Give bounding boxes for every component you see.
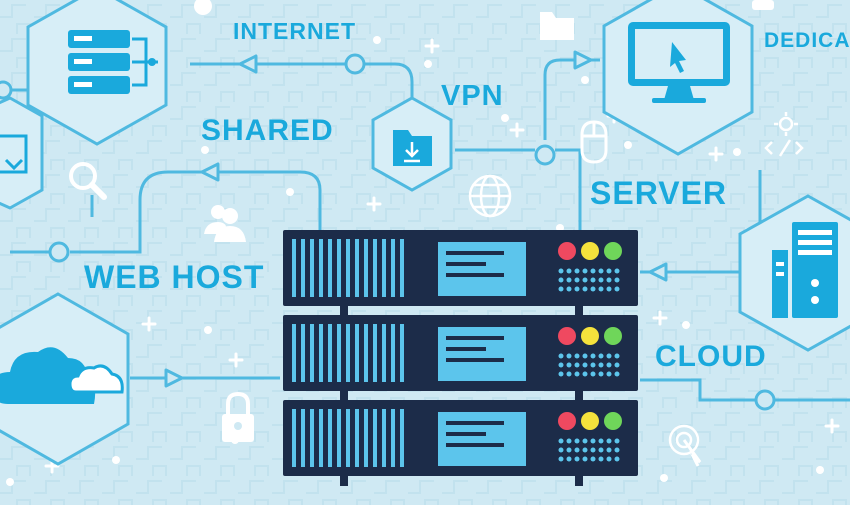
document-arrow-icon [0, 134, 28, 174]
vpn-label: VPN [441, 80, 504, 112]
shared-label: SHARED [201, 114, 334, 147]
cloud-hexagon [0, 292, 130, 466]
document-hexagon [0, 96, 44, 210]
search-icon [69, 162, 107, 200]
arrow-heads [164, 50, 668, 388]
folder-icon [540, 12, 574, 40]
lock-icon [222, 391, 254, 442]
mouse-icon [580, 120, 608, 164]
server-unit [283, 315, 638, 391]
server-unit [283, 400, 638, 476]
server-tower-icon [772, 222, 838, 318]
server-label: SERVER [590, 175, 728, 211]
hand-icon [194, 0, 774, 15]
internet-label: INTERNET [233, 18, 356, 44]
server-tower-hexagon [738, 194, 850, 352]
monitor-cursor-icon [628, 22, 730, 103]
gear-code-icon [764, 112, 804, 157]
server-unit [283, 230, 638, 306]
web-host-label: WEB HOST [84, 259, 265, 295]
monitor-hexagon [602, 0, 754, 156]
dedicated-label: DEDICA [764, 29, 850, 52]
connector-nodes [0, 53, 776, 411]
download-folder-icon [393, 130, 432, 166]
server-rack-icon [68, 30, 158, 94]
cloud-label: CLOUD [655, 340, 767, 373]
server-rack-hexagon [26, 0, 168, 146]
connector-lines [0, 58, 850, 402]
server-stack [283, 230, 638, 486]
click-icon [668, 424, 702, 467]
cloud-icon [0, 347, 124, 404]
globe-icon [468, 174, 512, 218]
download-folder-hexagon [371, 96, 453, 192]
users-icon [204, 205, 246, 242]
